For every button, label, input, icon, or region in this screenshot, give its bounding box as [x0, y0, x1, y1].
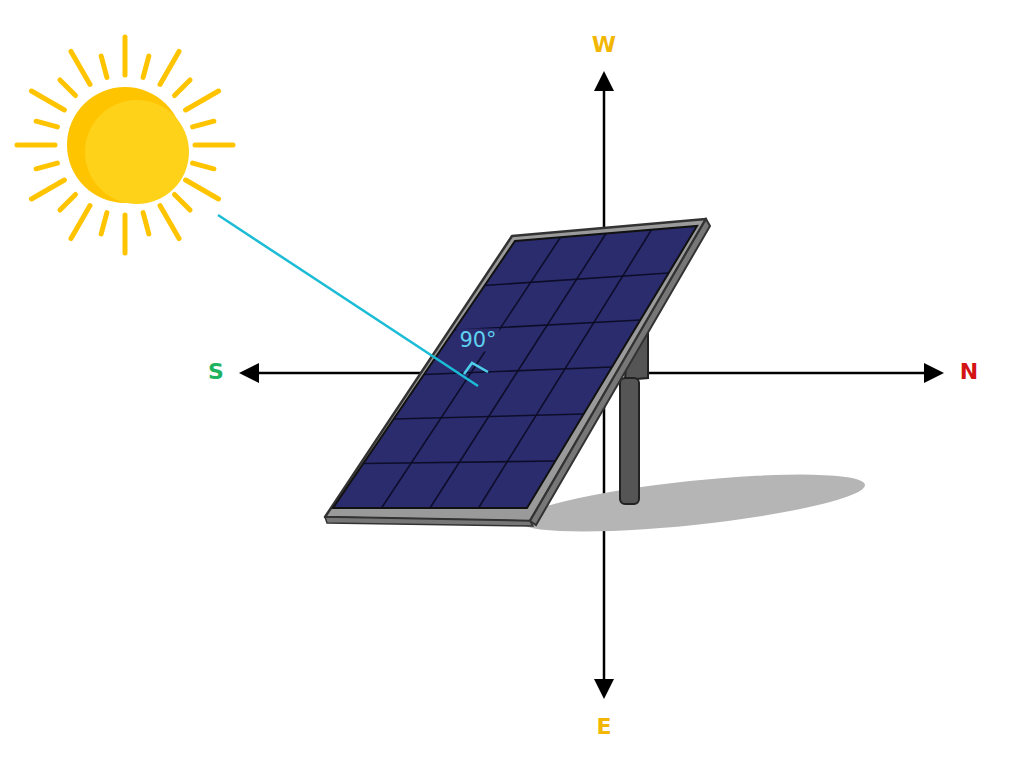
compass-east: E [596, 716, 611, 738]
compass-north: N [960, 361, 978, 383]
panel-post [620, 378, 639, 504]
panel-frame [325, 219, 706, 521]
compass-west: W [592, 34, 616, 56]
panel-shadow [517, 463, 868, 543]
sun-ray [218, 215, 478, 386]
solar-cells [333, 226, 697, 508]
compass-south: S [208, 361, 224, 383]
angle-label: 90° [456, 329, 499, 352]
cell-grid [363, 230, 668, 508]
panel-frame-edge [325, 517, 533, 526]
right-angle-mark [464, 363, 488, 374]
sun [17, 37, 233, 253]
